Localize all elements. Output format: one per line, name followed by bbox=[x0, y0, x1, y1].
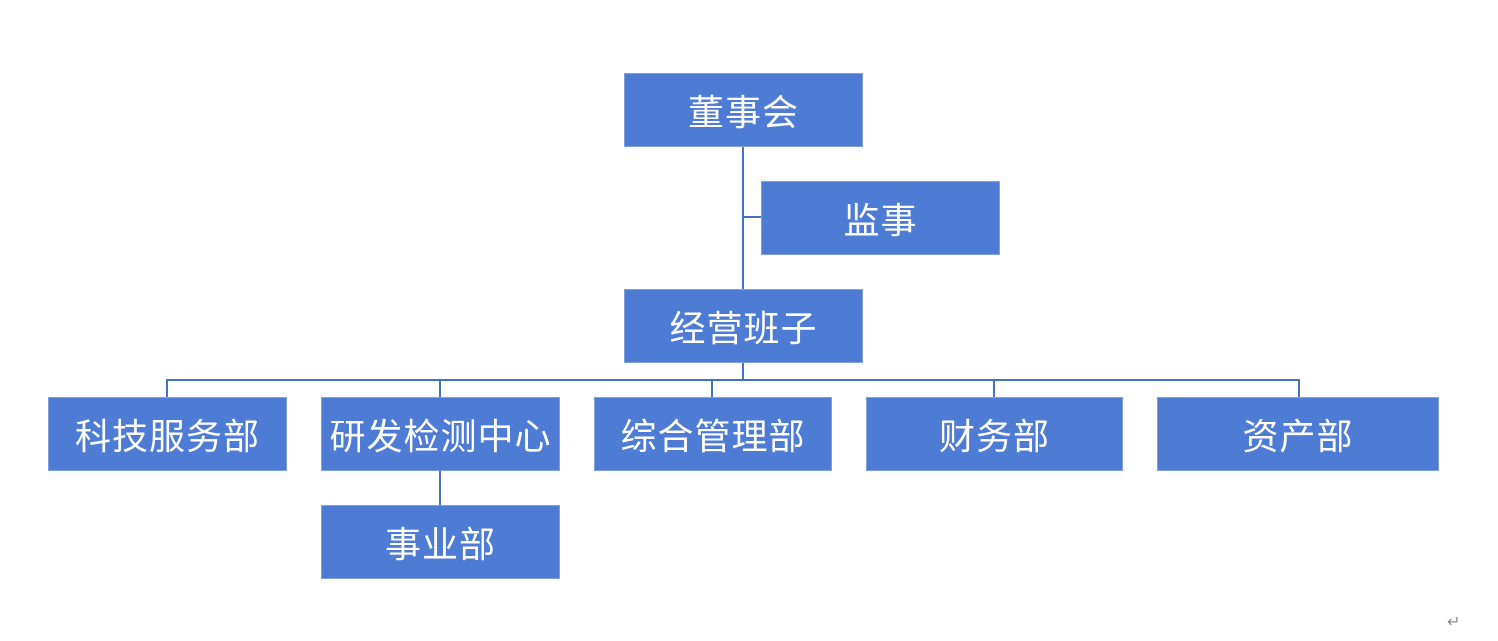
department-label: 资产部 bbox=[1242, 417, 1354, 458]
paragraph-mark: ↵ bbox=[1447, 612, 1461, 631]
department-label: 研发检测中心 bbox=[329, 417, 552, 458]
department-node-rnd-testing: 研发检测中心 bbox=[321, 397, 560, 471]
management-node: 经营班子 bbox=[624, 289, 863, 363]
department-label: 科技服务部 bbox=[74, 417, 260, 458]
department-node-assets: 资产部 bbox=[1157, 397, 1439, 471]
supervisor-label: 监事 bbox=[843, 201, 918, 242]
board-node: 董事会 bbox=[624, 73, 863, 147]
department-node-general-admin: 综合管理部 bbox=[594, 397, 832, 471]
management-label: 经营班子 bbox=[669, 309, 818, 350]
board-label: 董事会 bbox=[687, 93, 799, 134]
supervisor-node: 监事 bbox=[761, 181, 1000, 255]
department-label: 财务部 bbox=[938, 417, 1050, 458]
department-node-finance: 财务部 bbox=[866, 397, 1123, 471]
department-label: 综合管理部 bbox=[620, 417, 806, 458]
sub-unit-node-business: 事业部 bbox=[321, 505, 560, 579]
sub-unit-label: 事业部 bbox=[384, 525, 496, 566]
department-node-tech-service: 科技服务部 bbox=[48, 397, 287, 471]
